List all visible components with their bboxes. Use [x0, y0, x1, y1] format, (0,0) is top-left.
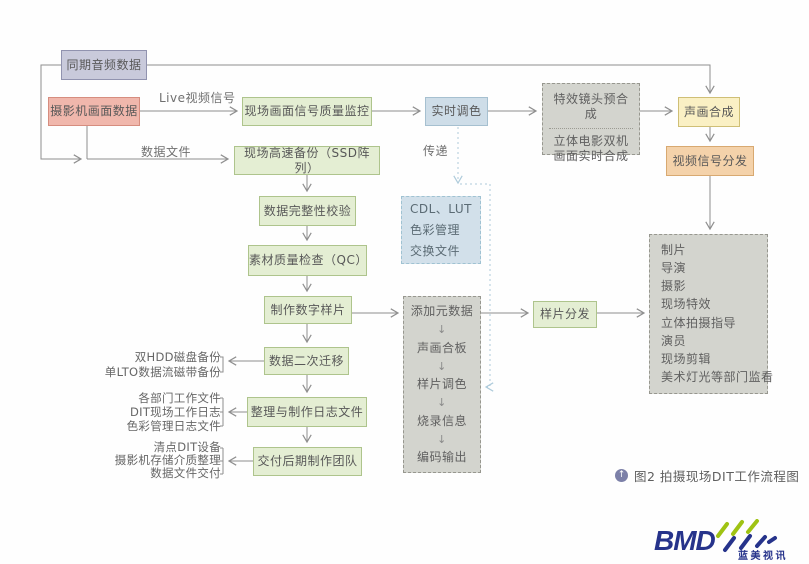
department-item: 制片: [661, 243, 687, 257]
node-integrity-check: 数据完整性校验: [259, 196, 356, 226]
side-labels-delivery: 清点DIT设备 摄影机存储介质整理 数据文件交付: [95, 441, 221, 480]
department-item: 现场特效: [661, 297, 712, 312]
process-step: 编码输出: [416, 450, 467, 464]
node-sync-audio: 同期音频数据: [61, 50, 147, 80]
figure-caption-text: 图2 拍摄现场DIT工作流程图: [634, 469, 800, 484]
edge-label-transfer: 传递: [423, 144, 449, 158]
side-label: 双HDD磁盘备份: [134, 350, 221, 364]
edge-label-data-file: 数据文件: [141, 145, 192, 159]
side-label: 单LTO数据流磁带备份: [104, 365, 221, 379]
side-label: 清点DIT设备: [153, 440, 221, 454]
node-delivery: 交付后期制作团队: [253, 447, 362, 476]
node-dailies-distribution: 样片分发: [533, 301, 597, 328]
node-ssd-backup: 现场高速备份（SSD阵列）: [234, 146, 380, 175]
node-video-distribution: 视频信号分发: [666, 146, 754, 176]
department-item: 美术灯光等部门监看: [661, 369, 774, 384]
node-signal-monitor: 现场画面信号质量监控: [242, 97, 372, 126]
node-dailies-process: 添加元数据 ↓ 声画合板 ↓ 样片调色 ↓ 烧录信息 ↓ 编码输出: [403, 296, 481, 473]
bmd-logo-stripes-icon: [716, 519, 777, 552]
side-label: DIT现场工作日志: [130, 405, 221, 419]
department-item: 摄影: [661, 279, 687, 294]
node-camera-data: 摄影机画面数据: [48, 97, 140, 126]
side-labels-migration: 双HDD磁盘备份 单LTO数据流磁带备份: [95, 350, 221, 380]
side-labels-logs: 各部门工作文件 DIT现场工作日志 色彩管理日志文件: [95, 391, 221, 433]
down-arrow-icon: ↓: [437, 323, 447, 337]
bmd-logo: BMD 蓝美视讯: [650, 519, 800, 564]
side-label: 摄影机存储介质整理: [114, 453, 221, 467]
up-arrow-circle-icon: ↑: [615, 469, 628, 482]
down-arrow-icon: ↓: [437, 396, 447, 410]
bmd-logo-subtext: 蓝美视讯: [738, 551, 788, 562]
side-label: 数据文件交付: [150, 466, 221, 480]
down-arrow-icon: ↓: [437, 432, 447, 446]
process-step: 添加元数据: [410, 304, 474, 318]
bmd-logo-text: BMD: [654, 525, 716, 556]
node-realtime-grading: 实时调色: [425, 97, 488, 126]
node-digital-dailies: 制作数字样片: [264, 296, 352, 324]
node-vfx-precomp: 特效镜头预合成 立体电影双机画面实时合成: [542, 83, 640, 163]
side-label: 各部门工作文件: [138, 391, 221, 405]
figure-caption: ↑ 图2 拍摄现场DIT工作流程图: [615, 466, 799, 485]
department-item: 现场剪辑: [661, 351, 712, 366]
node-qc: 素材质量检查（QC）: [248, 245, 367, 276]
edge-label-live-video: Live视频信号: [159, 91, 236, 105]
node-cdl-lut: CDL、LUT色彩管理交换文件: [401, 196, 481, 264]
node-make-logs: 整理与制作日志文件: [247, 397, 367, 427]
side-label: 色彩管理日志文件: [126, 419, 221, 433]
process-step: 声画合板: [416, 340, 467, 355]
process-step: 烧录信息: [416, 413, 467, 428]
node-av-composite: 声画合成: [678, 97, 740, 127]
vfx-line1: 特效镜头预合成: [553, 92, 629, 121]
department-item: 立体拍摄指导: [661, 315, 737, 330]
vfx-line2: 立体电影双机画面实时合成: [549, 128, 633, 164]
down-arrow-icon: ↓: [437, 359, 447, 373]
process-step: 样片调色: [416, 377, 467, 391]
department-item: 演员: [661, 333, 687, 348]
department-item: 导演: [661, 261, 687, 276]
node-second-migration: 数据二次迁移: [264, 347, 349, 375]
node-departments: 制片 导演 摄影 现场特效 立体拍摄指导 演员 现场剪辑 美术灯光等部门监看: [649, 234, 773, 394]
